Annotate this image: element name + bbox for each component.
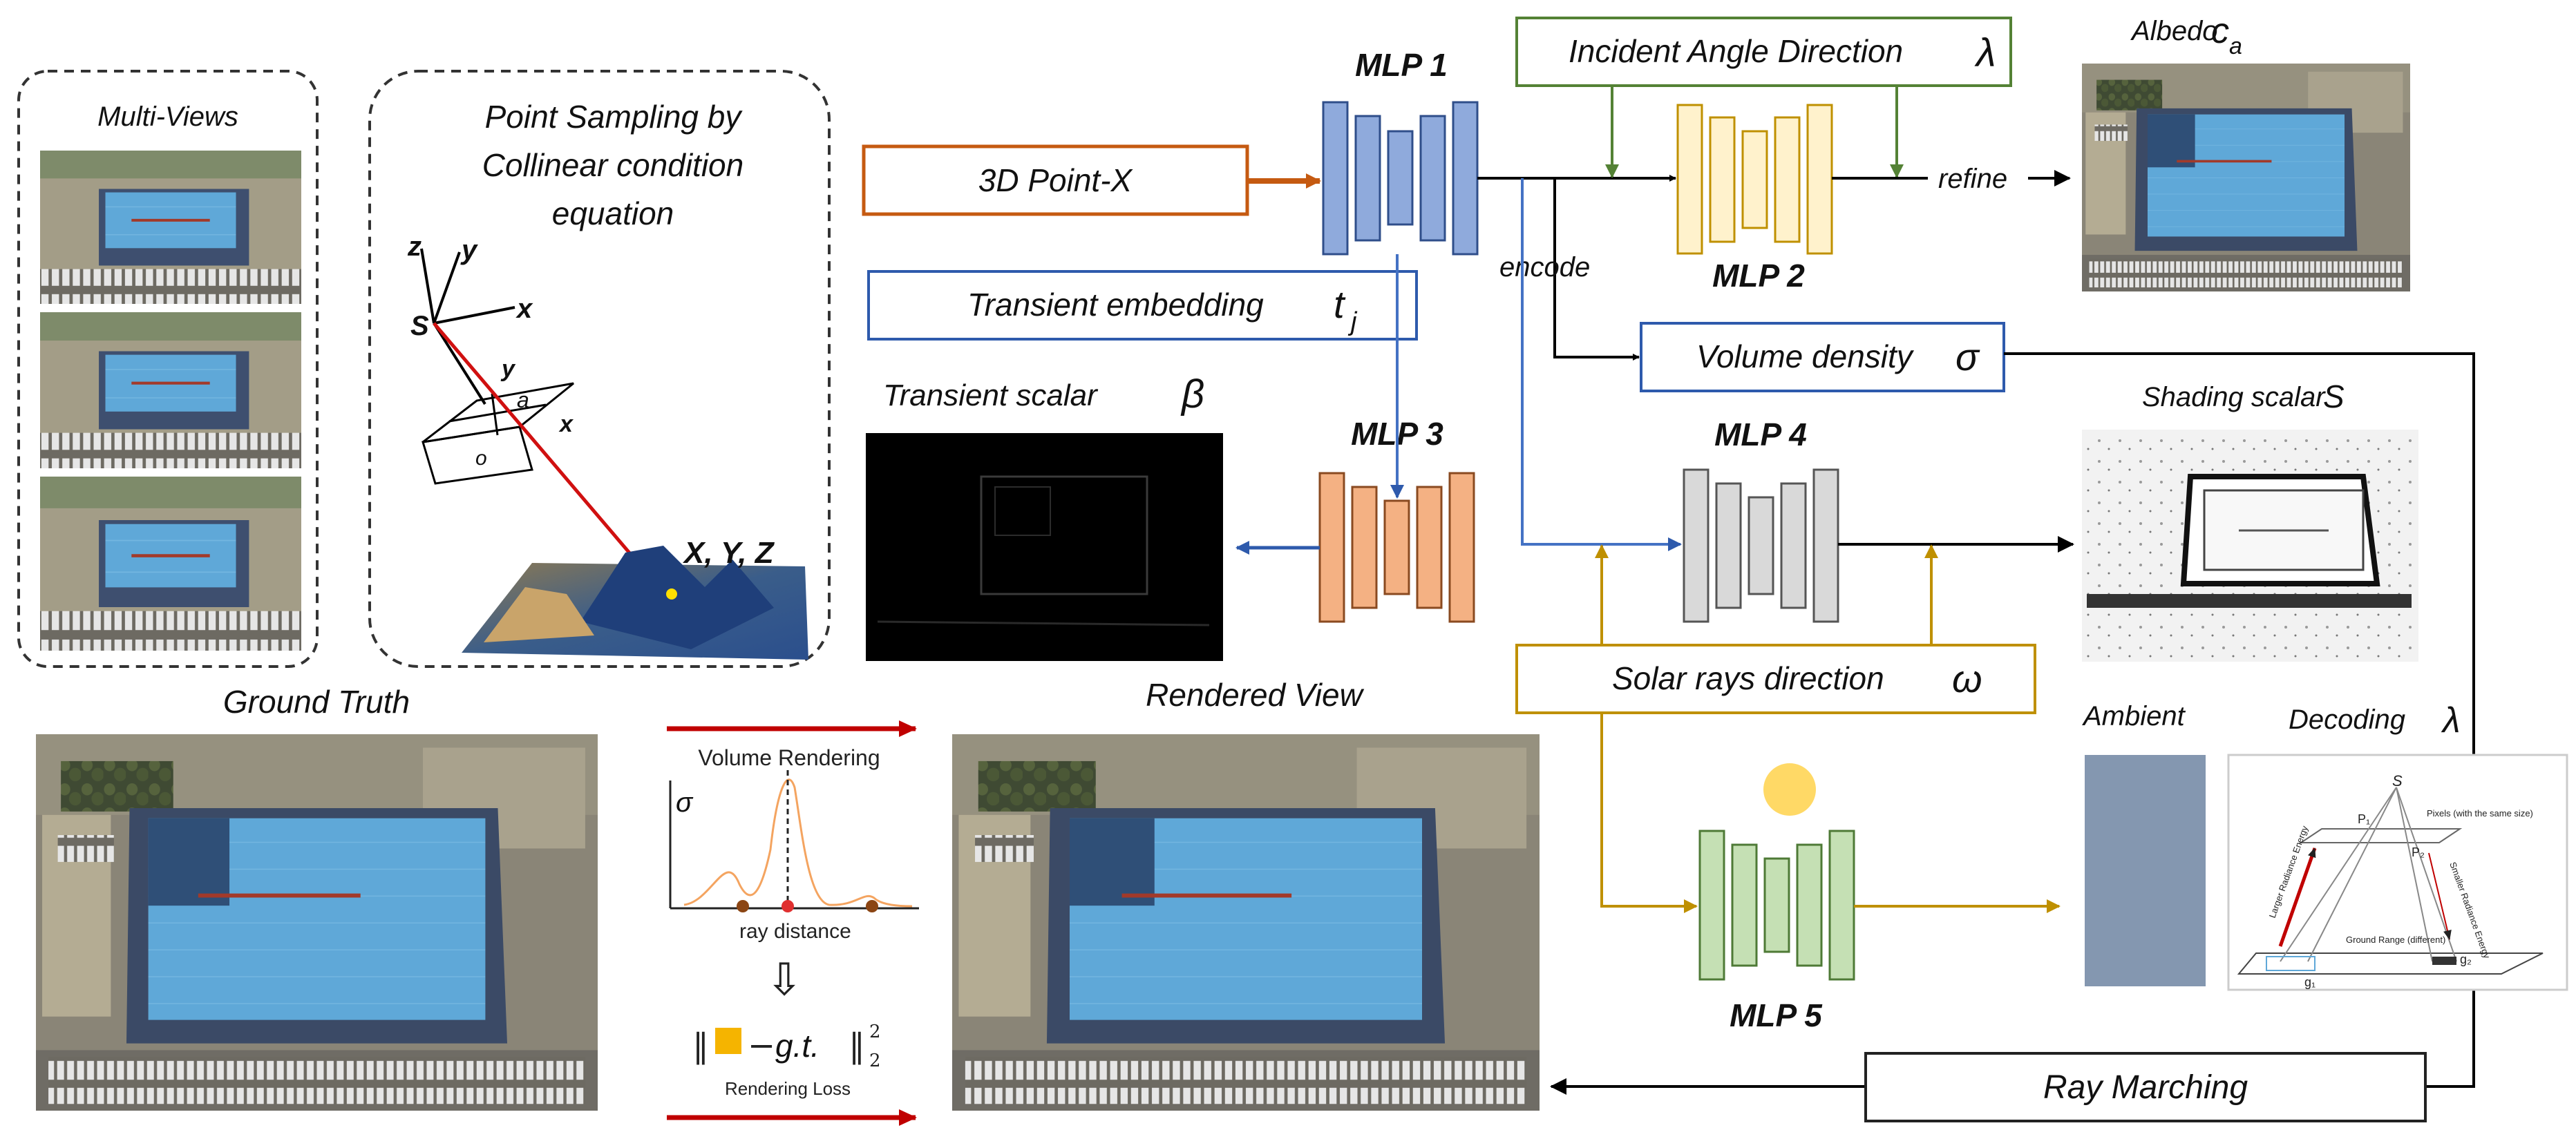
axis-label-x2: x <box>558 411 574 437</box>
point-x-label: 3D Point-X <box>978 162 1134 198</box>
ambient-swatch <box>2085 755 2206 986</box>
rendering-loss-expression: ‖ − g.t. ‖ 2 2 <box>692 1022 881 1071</box>
volume-density-label: Volume density <box>1696 338 1915 374</box>
multi-views-panel: Multi-Views <box>17 70 319 668</box>
mlp4-label: MLP 4 <box>1714 416 1807 452</box>
axis-label-a: a <box>517 387 529 412</box>
line-volume-raymarching <box>2004 352 2475 1088</box>
inset-ground-note: Ground Range (different) <box>2346 935 2445 945</box>
ground-truth-image <box>36 734 598 1111</box>
incident-angle-symbol: λ <box>1974 30 1996 75</box>
loss-gt: g.t. <box>775 1028 820 1064</box>
albedo-symbol: c <box>2211 11 2229 51</box>
svg-text:‖: ‖ <box>849 1026 865 1065</box>
albedo-sub: a <box>2229 33 2242 59</box>
decoding-symbol: λ <box>2441 700 2461 740</box>
solar-rays-label: Solar rays direction <box>1612 660 1884 696</box>
mlp3-block <box>1318 472 1475 623</box>
rendering-loss-label: Rendering Loss <box>725 1078 851 1099</box>
inset-g2: g₂ <box>2460 952 2472 966</box>
axis-label-o: o <box>475 447 487 470</box>
axis-label-z: z <box>407 231 422 262</box>
inset-g1: g₁ <box>2304 975 2315 989</box>
transient-embedding-box: Transient embedding t j <box>867 270 1418 341</box>
axis-label-s: S <box>410 311 429 341</box>
svg-text:2: 2 <box>869 1022 881 1042</box>
decoding-inset: S P₁ P₂ Pixels (with the same size) Grou… <box>2227 754 2568 991</box>
decoding-label: Decoding <box>2289 705 2405 735</box>
axis-label-y2: y <box>500 356 516 382</box>
svg-text:‖: ‖ <box>692 1026 709 1065</box>
mlp2-label: MLP 2 <box>1712 258 1805 294</box>
inset-pixels-note: Pixels (with the same size) <box>2427 808 2533 818</box>
axis-label-x: x <box>515 294 533 324</box>
view-thumbnail <box>40 312 301 468</box>
point-sampling-panel: Point Sampling by Collinear condition eq… <box>368 70 831 668</box>
shading-scalar-symbol: S <box>2323 379 2345 414</box>
xyz-label: X, Y, Z <box>682 536 775 570</box>
incident-angle-box: Incident Angle Direction λ <box>1515 17 2012 87</box>
encode-label: encode <box>1499 252 1590 282</box>
mlp5-block <box>1698 830 1855 981</box>
sun-icon <box>1763 763 1816 816</box>
multi-views-title: Multi-Views <box>97 102 238 132</box>
camera-axes <box>420 248 515 405</box>
mlp1-block <box>1322 101 1479 256</box>
transient-scalar-label: Transient scalar <box>883 379 1099 412</box>
axis-label-y: y <box>460 235 478 265</box>
arrow-solar-mlp5 <box>1600 713 1698 913</box>
albedo-label: Albedo <box>2130 16 2218 46</box>
incident-angle-label: Incident Angle Direction <box>1569 33 1903 69</box>
mlp5-label: MLP 5 <box>1730 997 1823 1033</box>
volume-rendering-title: Volume Rendering <box>698 745 880 770</box>
ambient-label: Ambient <box>2082 701 2186 731</box>
volume-density-symbol: σ <box>1955 335 1980 379</box>
rendered-view-label: Rendered View <box>1146 677 1364 713</box>
volume-density-box: Volume density σ <box>1640 322 2005 392</box>
transient-scalar-image <box>866 433 1223 661</box>
svg-text:−: − <box>748 1026 775 1065</box>
arrow-encode-volume <box>1553 178 1640 361</box>
shading-scalar-label: Shading scalar <box>2142 382 2326 412</box>
transient-scalar-symbol: β <box>1180 372 1204 416</box>
inset-p2: P₂ <box>2412 845 2425 859</box>
solar-rays-box: Solar rays direction ω <box>1515 644 2036 714</box>
point-x-box: 3D Point-X <box>862 144 1249 216</box>
inset-apex: S <box>2392 772 2403 789</box>
mlp4-block <box>1683 468 1839 623</box>
vr-xlabel: ray distance <box>739 920 851 943</box>
ray-marching-label: Ray Marching <box>2043 1069 2248 1106</box>
svg-text:2: 2 <box>869 1051 881 1071</box>
vr-sigma: σ <box>676 787 694 818</box>
mlp2-block <box>1676 104 1833 255</box>
arrow-mlp1-mlp4 <box>1521 178 1682 551</box>
view-thumbnail <box>40 151 301 304</box>
point-sampling-title-1: Point Sampling by <box>485 99 744 135</box>
volume-rendering-plot <box>669 770 919 912</box>
down-arrow-icon: ⇩ <box>766 955 803 1006</box>
shading-scalar-image <box>2082 430 2418 662</box>
ground-truth-label: Ground Truth <box>223 684 410 720</box>
transient-embedding-label: Transient embedding <box>967 287 1264 323</box>
transient-embedding-symbol: t <box>1334 282 1346 326</box>
point-sampling-title-2: Collinear condition <box>482 147 744 183</box>
rendered-view-image <box>952 734 1540 1111</box>
refine-label: refine <box>1938 164 2007 194</box>
point-sampling-title-3: equation <box>552 195 674 231</box>
ray-marching-box: Ray Marching <box>1864 1052 2427 1122</box>
inset-p1: P₁ <box>2358 812 2370 826</box>
view-thumbnail <box>40 477 301 651</box>
solar-rays-symbol: ω <box>1952 657 1982 700</box>
albedo-image <box>2082 64 2410 291</box>
mlp1-label: MLP 1 <box>1355 47 1448 83</box>
